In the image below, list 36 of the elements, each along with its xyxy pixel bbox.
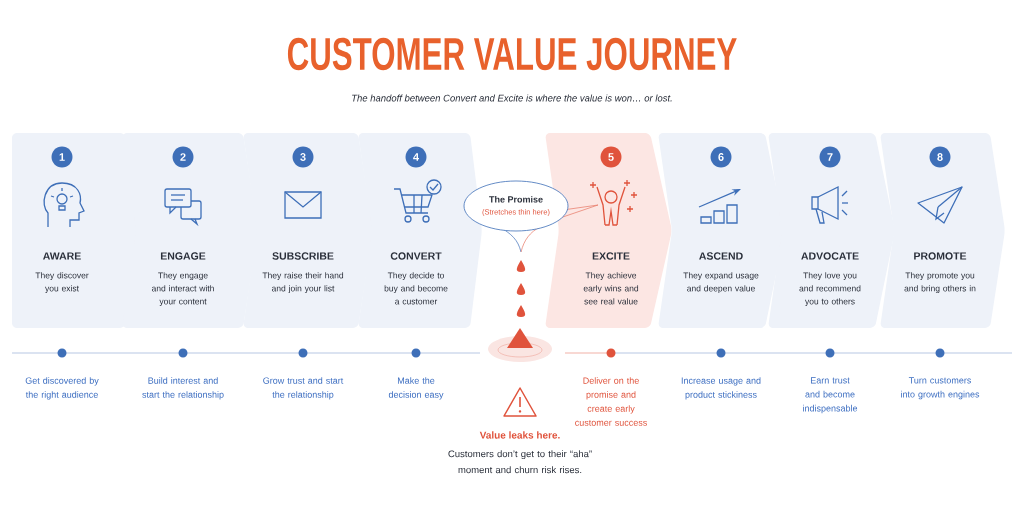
step-number: 7 <box>819 146 841 168</box>
step-number: 8 <box>929 146 951 168</box>
stage-description: They expand usage and deepen value <box>683 272 759 294</box>
stage-title: ADVOCATE <box>801 252 859 260</box>
stage-description: They love you and recommend you to others <box>799 272 861 307</box>
stage-title: CONVERT <box>390 252 442 260</box>
stage-description: They promote you and bring others in <box>904 272 976 294</box>
step-number: 5 <box>600 146 622 168</box>
stage-description: They raise their hand and join your list <box>262 272 344 294</box>
step-number: 3 <box>292 146 314 168</box>
stage-goal: Earn trust and become indispensable <box>803 377 858 414</box>
stage-description: They decide to buy and become a customer <box>384 272 448 305</box>
step-number: 1 <box>51 146 73 168</box>
stage-goal: Increase usage and product stickiness <box>681 377 761 400</box>
stage-description: They discover you exist <box>35 272 89 294</box>
stage-title: SUBSCRIBE <box>272 252 334 260</box>
subtitle: The handoff between Convert and Excite is where the value is won… or lost. <box>352 94 672 102</box>
warning-note: Customers don’t get to their “aha” moment and churn risk rises. <box>448 450 592 474</box>
stage-goal: Build interest and start the relationship <box>142 377 224 400</box>
stage-title: AWARE <box>43 252 81 260</box>
step-number: 6 <box>710 146 732 168</box>
stage-description: They achieve early wins and see real value <box>583 272 639 305</box>
step-number: 4 <box>405 146 427 168</box>
stage-title: EXCITE <box>592 252 630 260</box>
stage-title: ASCEND <box>699 252 743 260</box>
stage-goal: Grow trust and start the relationship <box>263 377 344 400</box>
stage-description: They engage and interact with your content <box>151 272 214 307</box>
stage-goal: Deliver on the promise and create early customer success <box>575 377 647 426</box>
title: CUSTOMER VALUE JOURNEY <box>287 37 737 71</box>
warning-heading: Value leaks here. <box>479 431 560 439</box>
stage-goal: Make the decision easy <box>388 377 444 400</box>
stage-goal: Turn customers into growth engines <box>901 377 980 400</box>
stage-title: ENGAGE <box>160 252 206 260</box>
step-number: 2 <box>172 146 194 168</box>
stage-goal: Get discovered by the right audience <box>25 377 99 400</box>
stage-title: PROMOTE <box>914 252 967 260</box>
